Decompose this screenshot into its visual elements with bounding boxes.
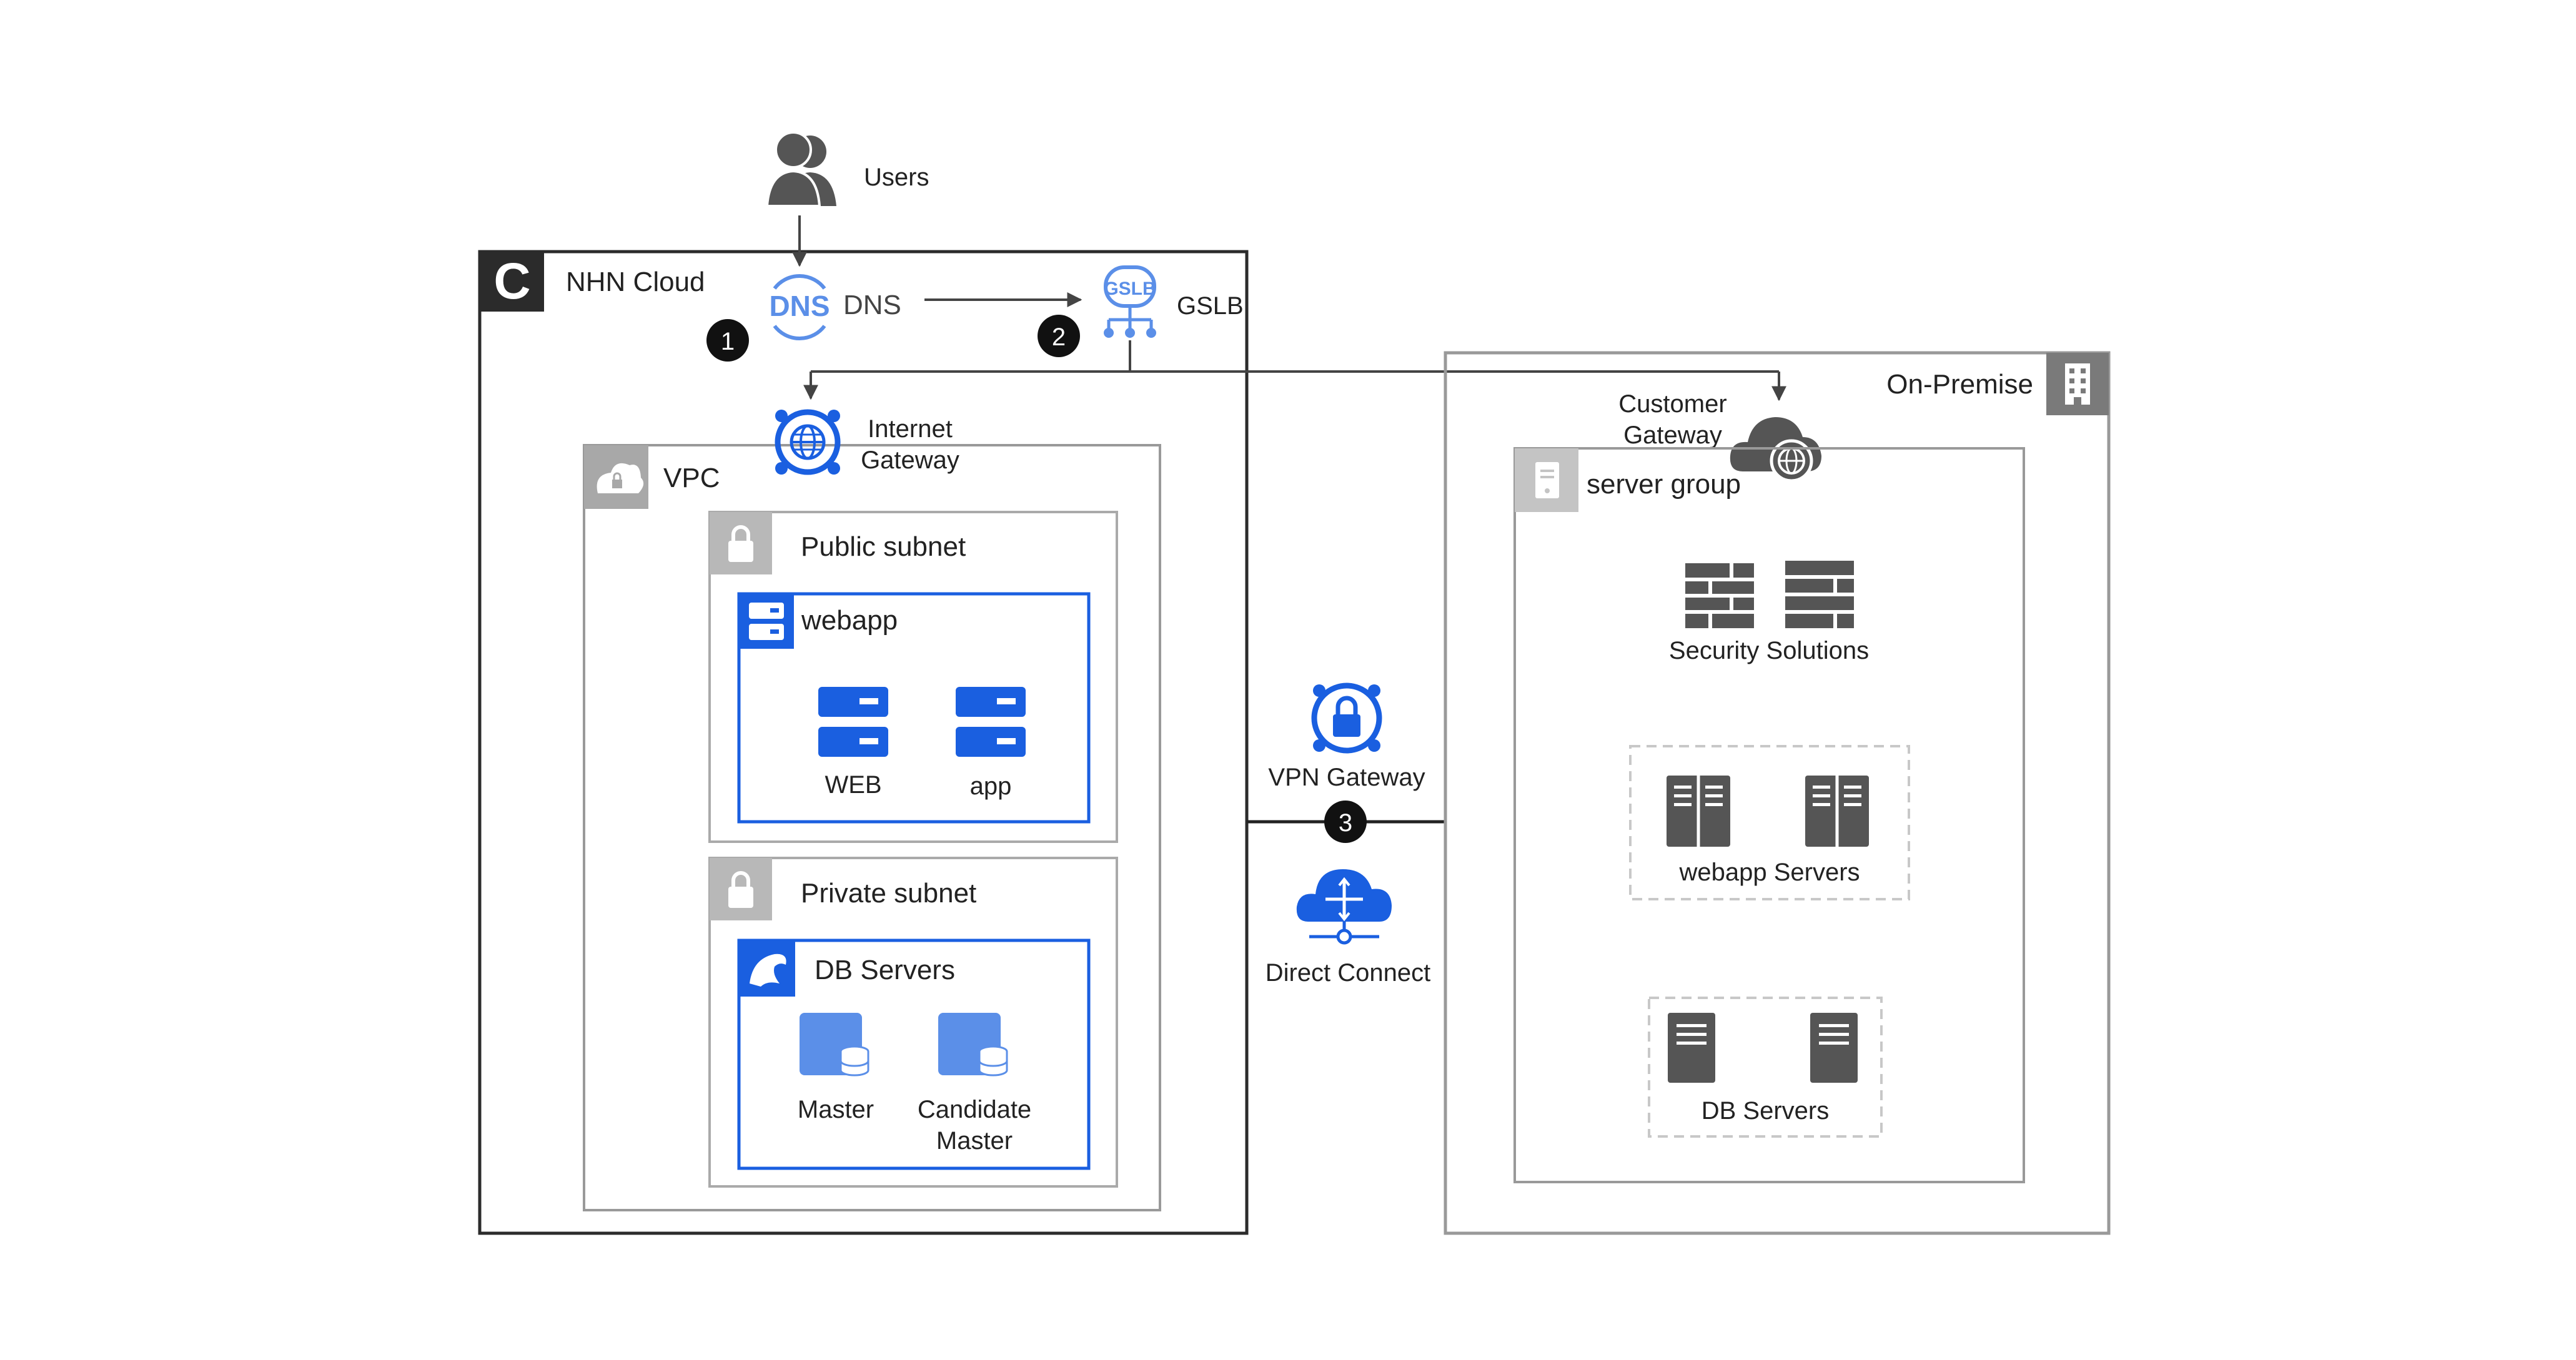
customer-gateway-icon <box>1730 417 1821 483</box>
internet-gateway-label-line1: Internet <box>868 415 953 443</box>
candidate-master-label-line1: Candidate <box>918 1096 1031 1123</box>
webapp-server-icon-1 <box>1667 776 1730 847</box>
app-server-icon <box>956 687 1026 757</box>
users-node: Users <box>765 131 929 207</box>
step-badge-3-text: 3 <box>1339 809 1352 837</box>
internet-gateway-node: Internet Gateway <box>775 409 959 475</box>
direct-connect-label: Direct Connect <box>1266 959 1431 987</box>
gslb-routing-lines <box>803 340 1786 402</box>
vpn-gateway-icon <box>1311 682 1382 754</box>
candidate-master-db-icon <box>938 1013 1008 1077</box>
vpn-gateway-node: VPN Gateway <box>1268 682 1425 791</box>
on-premise-container: On-Premise <box>1444 351 2111 1235</box>
dns-icon: DNS <box>769 274 830 340</box>
web-server-icon <box>818 687 888 757</box>
master-db-label: Master <box>798 1096 874 1123</box>
webapp-servers-group: webapp Servers <box>1629 745 1910 900</box>
gslb-icon-text: GSLB <box>1104 278 1156 299</box>
dns-label: DNS <box>843 290 901 320</box>
private-subnet-label: Private subnet <box>801 878 976 909</box>
private-subnet-container: Private subnet <box>708 857 1118 1188</box>
customer-gateway-label-line1: Customer <box>1618 390 1726 418</box>
step-badge-2-text: 2 <box>1052 323 1066 351</box>
step-badge-2: 2 <box>1038 315 1080 357</box>
webapp-group-server-icon <box>739 594 794 649</box>
vpc-cloud-lock-icon <box>597 463 644 493</box>
public-subnet-container: Public subnet <box>708 511 1118 843</box>
step-badge-3: 3 <box>1324 801 1367 843</box>
gslb-icon: GSLB <box>1104 265 1156 338</box>
server-group-container: server group <box>1513 447 2025 1183</box>
direct-connect-node: Direct Connect <box>1266 869 1431 987</box>
candidate-master-label-line2: Master <box>936 1127 1013 1155</box>
customer-gateway-node: Customer Gateway <box>1618 390 1821 483</box>
nhn-cloud-container: C NHN Cloud <box>478 250 1249 1235</box>
server-group-label: server group <box>1587 469 1741 500</box>
on-premise-label: On-Premise <box>1886 369 2033 400</box>
app-server-label: app <box>970 772 1012 800</box>
firewall-icon-1 <box>1685 563 1754 628</box>
security-solutions-label: Security Solutions <box>1669 637 1869 664</box>
internet-gateway-label-line2: Gateway <box>861 446 959 474</box>
webapp-group: webapp WEB app <box>737 592 1091 824</box>
gslb-node: GSLB GSLB <box>1104 265 1244 338</box>
web-server-label: WEB <box>825 771 881 799</box>
step-badge-1: 1 <box>706 319 749 362</box>
cloud-db-group-label: DB Servers <box>815 955 955 985</box>
users-icon <box>765 131 836 207</box>
onprem-db-servers-group: DB Servers <box>1648 997 1883 1138</box>
internet-gateway-icon <box>775 409 841 475</box>
onprem-db-servers-label: DB Servers <box>1702 1097 1830 1125</box>
nhn-cloud-logo-letter: C <box>493 253 530 310</box>
onprem-db-server-icon-2 <box>1810 1013 1858 1083</box>
vpc-label: VPC <box>663 463 720 493</box>
webapp-server-icon-2 <box>1805 776 1869 847</box>
master-db-icon <box>800 1013 869 1077</box>
dns-icon-text: DNS <box>769 290 830 322</box>
direct-connect-icon <box>1296 869 1392 945</box>
webapp-servers-label: webapp Servers <box>1678 859 1860 886</box>
security-solutions-node: Security Solutions <box>1669 561 1869 664</box>
step-badge-1-text: 1 <box>721 328 735 355</box>
public-subnet-lock-icon <box>728 525 753 562</box>
customer-gateway-label-line2: Gateway <box>1623 421 1722 449</box>
onprem-db-server-icon-1 <box>1668 1013 1715 1083</box>
firewall-icon-2 <box>1785 561 1854 628</box>
gslb-label: GSLB <box>1177 292 1244 320</box>
webapp-group-label: webapp <box>801 605 898 636</box>
vpn-gateway-label: VPN Gateway <box>1268 764 1425 791</box>
cloud-db-group: DB Servers Master Candidate Master <box>737 939 1091 1170</box>
public-subnet-label: Public subnet <box>801 531 966 562</box>
nhn-cloud-label: NHN Cloud <box>566 267 705 297</box>
dns-node: DNS DNS <box>769 274 901 340</box>
nhn-cloud-logo-icon <box>480 252 544 312</box>
vpc-container: VPC <box>583 444 1161 1211</box>
users-label: Users <box>864 164 929 191</box>
private-subnet-lock-icon <box>728 871 753 908</box>
